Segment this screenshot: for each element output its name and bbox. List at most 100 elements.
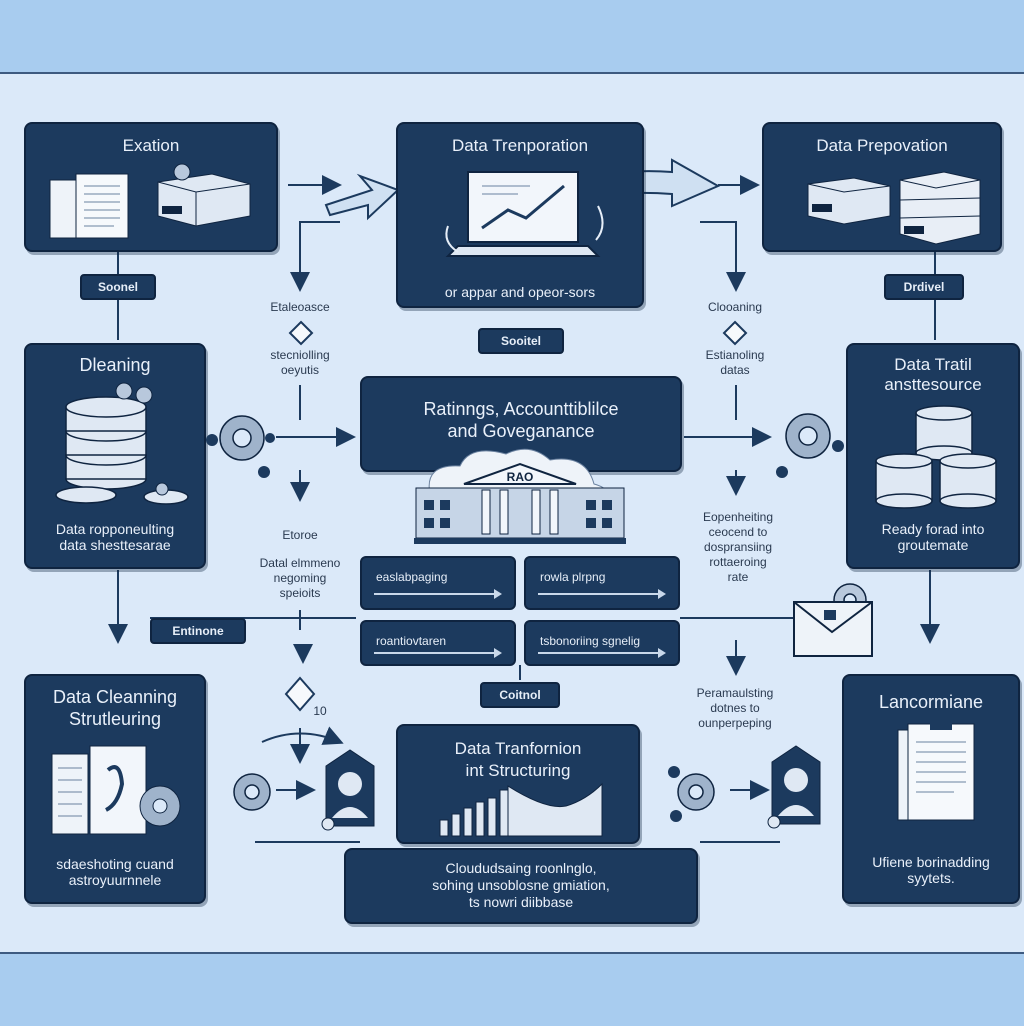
box-caption: or appar and opeor-sors (444, 284, 596, 300)
note-line: Peramaulsting (696, 686, 774, 700)
gear-icon (233, 773, 271, 811)
box-title: Lancormiane (878, 692, 984, 712)
caption-line: ts nowri diibbase (468, 894, 574, 910)
box-extraction[interactable]: Exation (24, 122, 278, 252)
box-data-transfer[interactable]: Data Tratil ansttesource Ready forad int… (846, 343, 1020, 569)
pill-process[interactable]: tsbonoriing sgnelig (524, 620, 680, 666)
title-line: ansttesource (884, 375, 982, 394)
title-line: Strutleuring (68, 709, 162, 729)
box-title: Data Tratil ansttesource (848, 355, 1018, 395)
laptop-chart-icon (445, 171, 604, 257)
diamond-icon (288, 320, 314, 346)
title-line: int Structuring (465, 761, 571, 780)
note-line: dotnes to (710, 701, 760, 715)
arrow-icon (374, 589, 502, 599)
note-eopenheiting: Eopenheiting ceocend to dospransiing rot… (668, 510, 808, 585)
tag-drdivel[interactable]: Drdivel (884, 274, 964, 300)
box-data-preparation[interactable]: Data Prepovation (762, 122, 1002, 252)
title-line: and Goveganance (447, 421, 595, 441)
pill-label: rowla plrpng (540, 570, 606, 584)
report-icon (897, 720, 975, 821)
note-line: rate (727, 570, 749, 584)
pill-label: roantiovtaren (376, 634, 447, 648)
note-line: ounperpeping (698, 716, 772, 730)
pill-process[interactable]: easlabpaging (360, 556, 516, 610)
box-lancormiane[interactable]: Lancormiane Ufiene borinadding syytets. (842, 674, 1020, 904)
note-line: Estianoling (705, 348, 765, 362)
diamond-label: 10 (313, 704, 327, 718)
arrow-icon (538, 589, 666, 599)
caption-line: sohing unsoblosne gmiation, (432, 877, 610, 893)
coins-icon (875, 405, 997, 509)
box-caption: Ready forad into groutemate (854, 521, 1012, 553)
box-caption: Ufiene borinadding syytets. (850, 854, 1012, 886)
box-title: Data Cleanning Strutleuring (26, 686, 204, 730)
note-line: Eopenheiting (702, 510, 774, 524)
box-title: Dleaning (79, 355, 151, 375)
caption-line: Data ropponeulting (55, 521, 175, 537)
pill-label: easlabpaging (376, 570, 448, 584)
bottom-band (0, 952, 1024, 1026)
gear-icon (206, 415, 275, 478)
user-badge-icon (321, 749, 375, 831)
pill-process[interactable]: roantiovtaren (360, 620, 516, 666)
envelope-icon (793, 583, 873, 657)
caption-line: syytets. (907, 870, 955, 886)
pill-process[interactable]: rowla plrpng (524, 556, 680, 610)
bank-label: RAO (506, 470, 534, 484)
caption-line: groutemate (897, 537, 969, 553)
caption-line: Cloududsaing roonlnglo, (445, 860, 597, 876)
pill-label: tsbonoriing sgnelig (540, 634, 641, 648)
note-line: Datal elmmeno (259, 556, 341, 570)
box-title: Exation (122, 136, 180, 155)
caption-line: Ready forad into (881, 521, 985, 537)
box-caption: sdaeshoting cuand astroyuurnnele (32, 856, 198, 888)
note-line: ceocend to (708, 525, 768, 539)
box-title: Data Trenporation (451, 136, 589, 155)
note-line: speioits (279, 586, 321, 600)
top-band (0, 0, 1024, 74)
tag-sooitel[interactable]: Sooitel (478, 328, 564, 354)
note-line: rottaeroing (709, 555, 767, 569)
caption-line: data shesttesarae (59, 537, 171, 553)
note-line: oeyutis (280, 363, 320, 377)
box-data-transformation[interactable]: Data Tranfornion int Structuring (396, 724, 640, 844)
bar-chart-icon (439, 782, 603, 837)
tag-soonel[interactable]: Soonel (80, 274, 156, 300)
note-line: stecniolling (270, 348, 330, 362)
box-title: Ratinngs, Accounttiblilce and Govegananc… (362, 398, 680, 442)
document-icon (49, 173, 129, 239)
diamond-icon (722, 320, 748, 346)
title-line: Data Cleanning (52, 687, 178, 707)
caption-line: sdaeshoting cuand (56, 856, 174, 872)
title-line: Data Tratil (894, 355, 972, 374)
arrow-icon (538, 648, 666, 658)
box-title: Data Prepovation (816, 136, 948, 155)
box-cloud-summary[interactable]: Cloududsaing roonlnglo, sohing unsoblosn… (344, 848, 698, 924)
box-data-cleaning-structuring[interactable]: Data Cleanning Strutleuring sdaeshoting … (24, 674, 206, 904)
note-line: dospransiing (703, 540, 773, 554)
note-line: datas (720, 363, 750, 377)
note-peramaulsting: Peramaulsting dotnes to ounperpeping (660, 686, 810, 731)
caption-line: Ufiene borinadding (872, 854, 990, 870)
server-icon (157, 163, 251, 227)
box-cleaning[interactable]: Dleaning Data ropponeulting data shestte… (24, 343, 206, 569)
tag-entinone[interactable]: Entinone (150, 618, 246, 644)
box-caption: Cloududsaing roonlnglo, sohing unsoblosn… (352, 860, 690, 911)
box-data-transportation[interactable]: Data Trenporation or appar and opeor-sor… (396, 122, 644, 308)
title-line: Ratinngs, Accounttiblilce (423, 399, 619, 419)
server-icon (807, 171, 981, 245)
diamond-icon (284, 676, 316, 712)
note-datal: Datal elmmeno negoming speioits (240, 556, 360, 601)
tag-coitnol[interactable]: Coitnol (480, 682, 560, 708)
server-icon (51, 745, 181, 835)
caption-line: astroyuurnnele (68, 872, 162, 888)
gear-icon (668, 766, 715, 822)
user-badge-icon (767, 745, 821, 829)
box-ratings-governance[interactable]: Ratinngs, Accounttiblilce and Govegananc… (360, 376, 682, 472)
database-icon (55, 382, 189, 505)
gear-icon (776, 413, 844, 478)
note-stecniolling: stecniolling oeyutis (240, 348, 360, 378)
note-estianoling: Estianoling datas (670, 348, 800, 378)
